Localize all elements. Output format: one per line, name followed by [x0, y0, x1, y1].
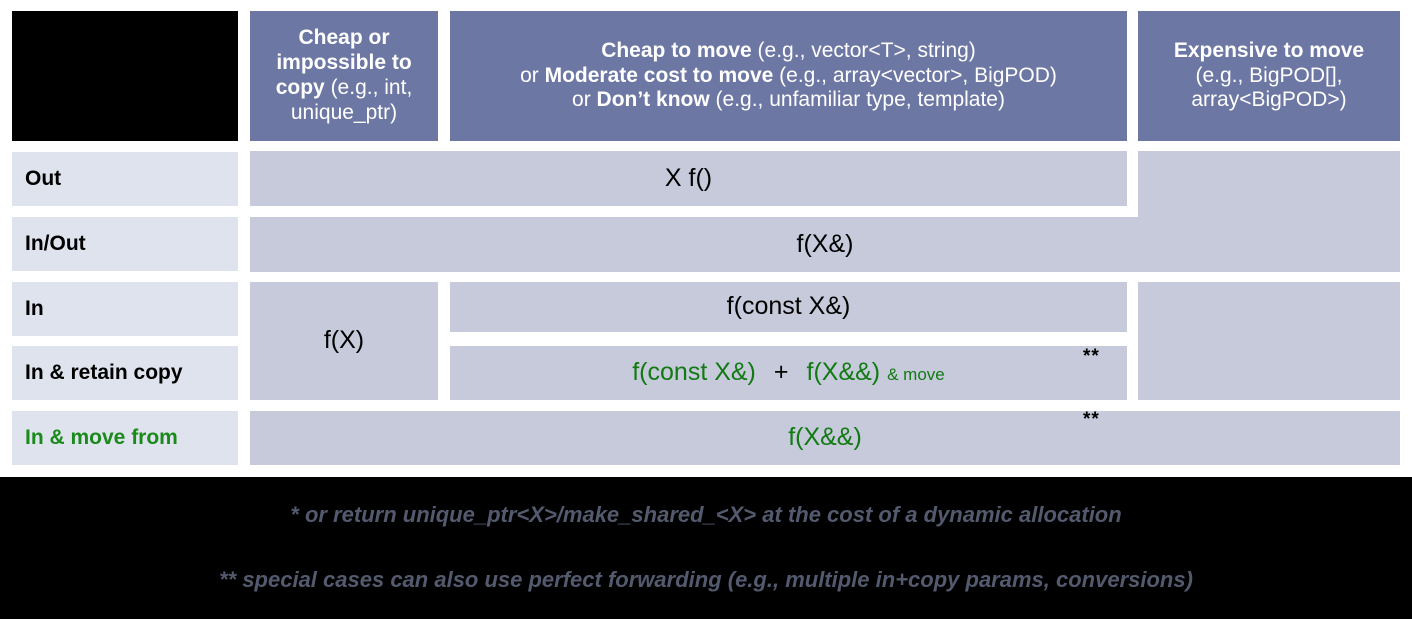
header-col2-line3-prefix: or	[572, 88, 597, 112]
header-col2-line2-strong: Moderate cost to move	[544, 63, 774, 87]
header-expensive-to-move: Expensive to move (e.g., BigPOD[], array…	[1138, 11, 1400, 141]
cell-in-main-text: f(const X&)	[726, 292, 851, 321]
footnote-marker-retain: **	[1083, 346, 1100, 368]
header-col2-line1-rest: (e.g., vector<T>, string)	[751, 38, 976, 62]
cell-in-expensive-empty	[1138, 282, 1400, 400]
header-col3-line3: array<BigPOD>)	[1191, 88, 1347, 112]
footnote-marker-movefrom: **	[1083, 409, 1100, 431]
cell-in-cheap-copy-text: f(X)	[323, 326, 365, 355]
footnote-band: * or return unique_ptr<X>/make_shared_<X…	[0, 477, 1412, 619]
row-label-in-out: In/Out	[12, 217, 238, 271]
row-label-in-out-text: In/Out	[25, 231, 86, 255]
row-label-in: In	[12, 282, 238, 336]
row-label-in-and-retain-copy: In & retain copy	[12, 346, 238, 400]
header-col2-line3-rest: (e.g., unfamiliar type, template)	[709, 88, 1005, 112]
cell-out-main-text: X f()	[664, 163, 713, 192]
header-cheap-or-impossible-to-copy: Cheap or impossible to copy (e.g., int, …	[250, 11, 438, 141]
header-col2-line2-prefix: or	[520, 63, 545, 87]
header-col1-rest: (e.g., int, unique_ptr)	[290, 76, 413, 124]
cell-retain-part1: f(const X&)	[632, 358, 756, 387]
cell-inout-main-text: f(X&)	[796, 229, 854, 258]
cell-inout-main: f(X&)	[250, 217, 1400, 272]
footnote-marker-retain-text: **	[1083, 346, 1100, 367]
footnote-marker-movefrom-text: **	[1083, 409, 1100, 430]
cell-in-cheap-copy: f(X)	[250, 282, 438, 400]
row-label-in-and-retain-copy-text: In & retain copy	[25, 360, 183, 384]
header-col2-line2-rest: (e.g., array<vector>, BigPOD)	[773, 63, 1057, 87]
guidance-table: Cheap or impossible to copy (e.g., int, …	[0, 0, 1412, 477]
cell-retain-main: f(const X&) + f(X&&) & move	[450, 346, 1127, 400]
footnote-double-star: ** special cases can also use perfect fo…	[219, 567, 1193, 592]
cell-retain-part2: f(X&&)	[806, 358, 881, 387]
cell-movefrom-main-text: f(X&&)	[788, 423, 862, 452]
row-label-out-text: Out	[25, 166, 62, 190]
row-label-in-and-move-from-text: In & move from	[25, 425, 178, 449]
cell-retain-suffix: & move	[887, 365, 945, 385]
cell-in-main: f(const X&)	[450, 282, 1127, 332]
row-label-in-and-move-from: In & move from	[12, 411, 238, 465]
header-col3-line1: Expensive to move	[1173, 38, 1365, 62]
header-col3-line2: (e.g., BigPOD[],	[1195, 63, 1343, 87]
table-corner-block	[12, 11, 238, 141]
header-cheap-to-move: Cheap to move (e.g., vector<T>, string) …	[450, 11, 1127, 141]
cell-movefrom-main: f(X&&)	[250, 411, 1400, 465]
cell-retain-plus: +	[773, 358, 789, 387]
row-label-out: Out	[12, 152, 238, 206]
header-col2-line3-strong: Don’t know	[596, 88, 710, 112]
footnote-star: * or return unique_ptr<X>/make_shared_<X…	[290, 502, 1122, 527]
header-col2-line1-strong: Cheap to move	[601, 38, 752, 62]
header-col1-strong: Cheap or impossible to copy	[275, 26, 412, 99]
cell-out-main: X f()	[250, 151, 1127, 206]
row-label-in-text: In	[25, 296, 44, 320]
